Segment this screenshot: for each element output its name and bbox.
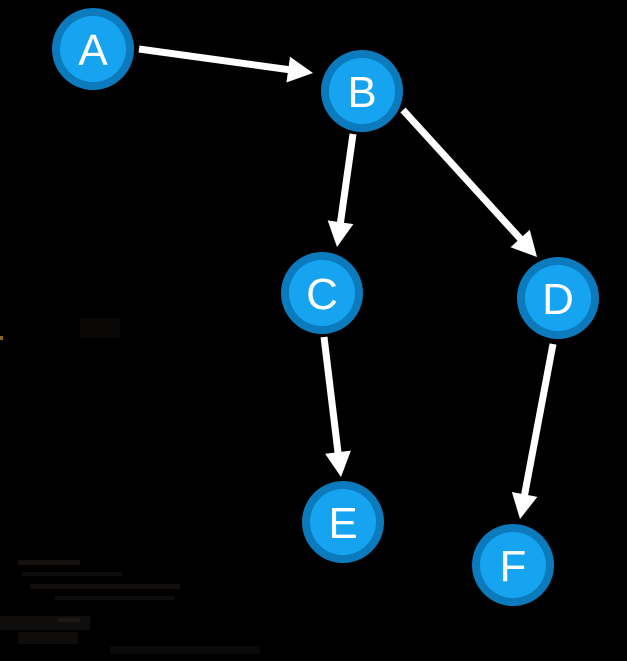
- arrowhead-icon: [327, 220, 354, 247]
- node-E[interactable]: E: [302, 481, 384, 563]
- node-fill: [310, 489, 376, 555]
- node-label: B: [347, 68, 376, 117]
- edge-B-C: [327, 133, 357, 247]
- node-label: E: [328, 499, 357, 548]
- background-smudge: [55, 596, 175, 600]
- node-label: C: [306, 270, 338, 319]
- background-smudge: [0, 336, 3, 340]
- node-fill: [60, 16, 126, 82]
- edge-line: [400, 107, 526, 244]
- background-smudge: [80, 318, 120, 338]
- node-fill: [289, 260, 355, 326]
- node-fill: [525, 265, 591, 331]
- edge-B-D: [400, 107, 537, 257]
- background-smudge: [58, 618, 80, 622]
- arrowhead-icon: [511, 492, 538, 519]
- edge-line: [520, 343, 557, 500]
- edge-line: [320, 336, 342, 457]
- edge-line: [336, 133, 357, 227]
- arrowhead-icon: [510, 229, 537, 257]
- edge-D-F: [511, 343, 557, 519]
- node-label: F: [500, 542, 527, 591]
- edge-A-B: [138, 45, 313, 83]
- background-smudge: [18, 560, 80, 565]
- node-D[interactable]: D: [517, 257, 599, 339]
- node-B[interactable]: B: [321, 50, 403, 132]
- node-fill: [329, 58, 395, 124]
- node-F[interactable]: F: [472, 524, 554, 606]
- background-smudge: [18, 632, 78, 644]
- background-smudge: [30, 584, 180, 589]
- edge-line: [138, 45, 293, 74]
- node-C[interactable]: C: [281, 252, 363, 334]
- node-label: A: [78, 26, 108, 75]
- node-fill: [480, 532, 546, 598]
- arrowhead-icon: [286, 56, 313, 83]
- arrowhead-icon: [325, 450, 351, 477]
- background-smudge: [22, 572, 122, 576]
- node-label: D: [542, 275, 574, 324]
- edge-C-E: [320, 336, 351, 477]
- background-smudge: [110, 646, 260, 654]
- node-A[interactable]: A: [52, 8, 134, 90]
